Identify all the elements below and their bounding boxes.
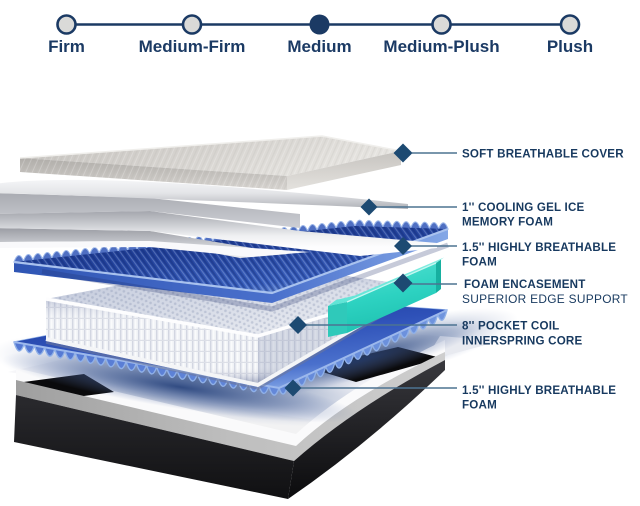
svg-text:Firm: Firm bbox=[48, 37, 85, 56]
svg-text:FOAM ENCASEMENT: FOAM ENCASEMENT bbox=[464, 278, 586, 291]
svg-text:MEMORY FOAM: MEMORY FOAM bbox=[462, 216, 553, 229]
svg-text:1.5'' HIGHLY BREATHABLE: 1.5'' HIGHLY BREATHABLE bbox=[462, 241, 616, 254]
svg-text:SUPERIOR EDGE SUPPORT: SUPERIOR EDGE SUPPORT bbox=[462, 292, 628, 306]
svg-text:FOAM: FOAM bbox=[462, 399, 497, 412]
svg-text:FOAM: FOAM bbox=[462, 256, 497, 269]
svg-text:Plush: Plush bbox=[547, 37, 593, 56]
svg-text:INNERSPRING CORE: INNERSPRING CORE bbox=[462, 335, 583, 348]
svg-text:8'' POCKET COIL: 8'' POCKET COIL bbox=[462, 320, 559, 333]
svg-text:Medium-Firm: Medium-Firm bbox=[139, 37, 246, 56]
svg-text:1.5'' HIGHLY BREATHABLE: 1.5'' HIGHLY BREATHABLE bbox=[462, 384, 616, 397]
svg-text:Medium-Plush: Medium-Plush bbox=[383, 37, 499, 56]
svg-text:Medium: Medium bbox=[287, 37, 351, 56]
svg-text:1'' COOLING GEL ICE: 1'' COOLING GEL ICE bbox=[462, 201, 585, 214]
svg-text:SOFT BREATHABLE COVER: SOFT BREATHABLE COVER bbox=[462, 148, 624, 161]
